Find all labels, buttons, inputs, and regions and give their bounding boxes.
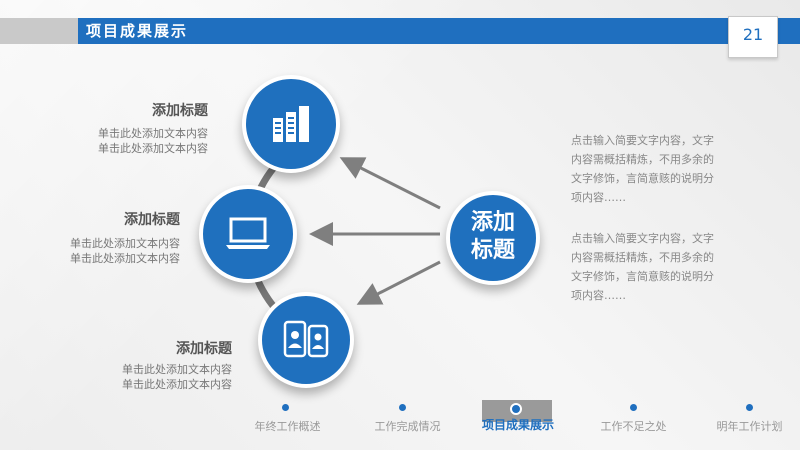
block-title-1: 添加标题 — [152, 103, 208, 119]
paragraph-2-line3: 文字修饰，言简意赅的说明分 — [571, 270, 714, 283]
building-icon — [273, 106, 309, 142]
block-3-line2: 单击此处添加文本内容 — [122, 378, 232, 391]
paragraph-2-line4: 项内容…… — [571, 289, 626, 302]
paragraph-1-line1: 点击输入简要文字内容，文字 — [571, 134, 714, 147]
nav-dot-5[interactable] — [746, 404, 753, 411]
nav-item-shortcomings[interactable]: 工作不足之处 — [600, 420, 667, 433]
circle-laptop — [199, 185, 297, 283]
block-title-3: 添加标题 — [176, 341, 232, 357]
nav-dot-4[interactable] — [630, 404, 637, 411]
center-circle: 添加 标题 — [446, 191, 540, 285]
page-title: 项目成果展示 — [86, 22, 189, 40]
page-number: 21 — [742, 25, 764, 44]
nav-dot-2[interactable] — [399, 404, 406, 411]
block-1-line2: 单击此处添加文本内容 — [98, 142, 208, 155]
paragraph-1: 点击输入简要文字内容，文字 内容需概括精炼，不用多余的 文字修饰，言简意赅的说明… — [571, 131, 771, 207]
nav-item-next-year-plan[interactable]: 明年工作计划 — [716, 420, 783, 433]
nav-item-project-results[interactable]: 项目成果展示 — [481, 418, 554, 432]
block-text-2: 单击此处添加文本内容 单击此处添加文本内容 — [22, 236, 180, 266]
center-label-line2: 标题 — [470, 238, 515, 263]
circle-building — [242, 75, 340, 173]
block-1-line1: 单击此处添加文本内容 — [98, 127, 208, 140]
paragraph-2: 点击输入简要文字内容，文字 内容需概括精炼，不用多余的 文字修饰，言简意赅的说明… — [571, 229, 771, 305]
center-label-line1: 添加 — [470, 210, 515, 235]
nav-dot-3[interactable] — [510, 403, 522, 415]
block-2-line2: 单击此处添加文本内容 — [70, 252, 180, 265]
nav-item-work-completion[interactable]: 工作完成情况 — [374, 420, 441, 433]
block-title-2: 添加标题 — [124, 212, 180, 228]
mobile-devices-icon — [283, 320, 329, 358]
nav-item-year-summary[interactable]: 年终工作概述 — [254, 420, 321, 433]
laptop-icon — [226, 217, 270, 249]
header-accent — [0, 18, 78, 44]
arrow-top — [339, 157, 441, 210]
paragraph-1-line2: 内容需概括精炼，不用多余的 — [571, 153, 714, 166]
circle-mobile — [258, 292, 354, 388]
block-text-3: 单击此处添加文本内容 单击此处添加文本内容 — [74, 362, 232, 392]
paragraph-1-line4: 项内容…… — [571, 191, 626, 204]
arrow-bottom — [356, 260, 441, 305]
center-label: 添加 标题 — [450, 209, 536, 265]
block-text-1: 单击此处添加文本内容 单击此处添加文本内容 — [50, 126, 208, 156]
page-number-tag: 21 — [728, 16, 778, 58]
block-2-line1: 单击此处添加文本内容 — [70, 237, 180, 250]
nav-dot-1[interactable] — [282, 404, 289, 411]
paragraph-2-line2: 内容需概括精炼，不用多余的 — [571, 251, 714, 264]
paragraph-2-line1: 点击输入简要文字内容，文字 — [571, 232, 714, 245]
header-bar: 项目成果展示 — [0, 18, 800, 44]
block-3-line1: 单击此处添加文本内容 — [122, 363, 232, 376]
paragraph-1-line3: 文字修饰，言简意赅的说明分 — [571, 172, 714, 185]
